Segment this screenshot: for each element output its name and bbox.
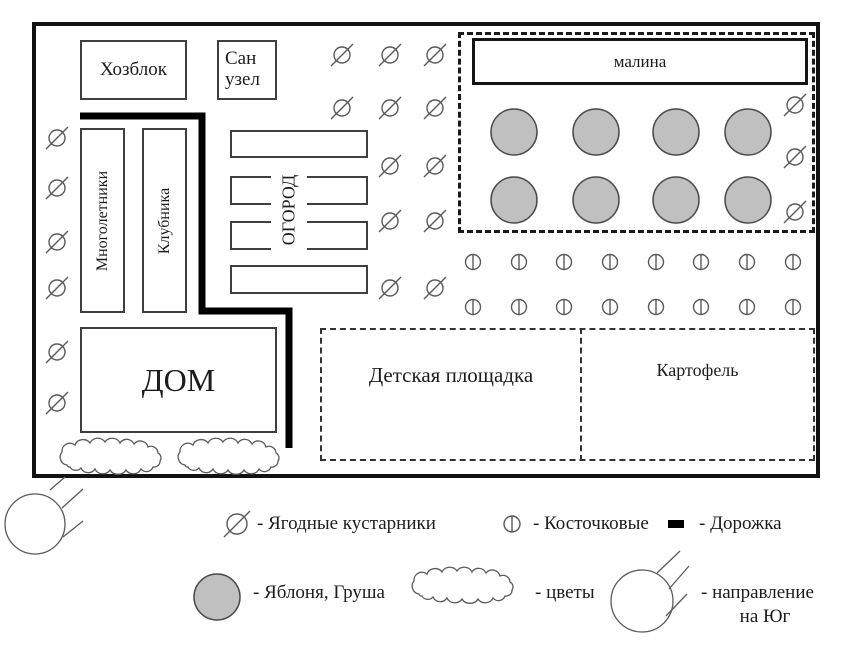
- vegetable-garden-label-area: ОГОРОД: [271, 161, 307, 258]
- utility-block: Хозблок: [80, 40, 187, 100]
- utility-block-label: Хозблок: [100, 59, 167, 80]
- garden-bed-1: [230, 130, 368, 158]
- strawberry-bed-label: Клубника: [155, 187, 173, 254]
- legend-flowers-icon: [411, 566, 514, 604]
- legend-direction-label: - направление на Юг: [701, 581, 829, 629]
- house-label: ДОМ: [141, 361, 216, 398]
- legend-berry-icon: [223, 510, 251, 538]
- potato-label: Картофель: [656, 360, 739, 380]
- legend-walkway-icon: [668, 520, 684, 528]
- plot-boundary: [32, 22, 820, 478]
- perennials-bed: Многолетники: [80, 128, 125, 313]
- raspberry-orchard-zone: [458, 32, 815, 233]
- legend-tree-label: - Яблоня, Груша: [253, 582, 385, 603]
- house: ДОМ: [80, 327, 277, 433]
- vegetable-garden-label: ОГОРОД: [278, 174, 299, 245]
- raspberry-bed: малина: [472, 38, 808, 85]
- zone-divider: [580, 328, 582, 461]
- legend-stone-label: - Косточковые: [533, 513, 649, 534]
- raspberry-bed-label: малина: [613, 51, 667, 71]
- playground-potato-zone: [320, 328, 815, 461]
- legend-walkway-label: - Дорожка: [699, 513, 782, 534]
- legend-flowers-label: - цветы: [535, 582, 595, 603]
- legend-tree-icon: [193, 573, 241, 621]
- strawberry-bed: Клубника: [142, 128, 187, 313]
- perennials-bed-label: Многолетники: [93, 170, 111, 271]
- sanitary-unit: Сан узел: [217, 40, 277, 100]
- south-direction-symbol: [4, 476, 84, 555]
- sanitary-unit-label: Сан узел: [225, 48, 260, 90]
- legend-stone-icon: [503, 515, 521, 533]
- legend-direction-line2: на Юг: [739, 606, 791, 627]
- legend-berry-label: - Ягодные кустарники: [257, 513, 436, 534]
- playground-label: Детская площадка: [368, 363, 534, 387]
- garden-bed-4: [230, 265, 368, 294]
- south-direction-symbol: [610, 550, 690, 633]
- legend-direction-line1: - направление: [701, 582, 814, 603]
